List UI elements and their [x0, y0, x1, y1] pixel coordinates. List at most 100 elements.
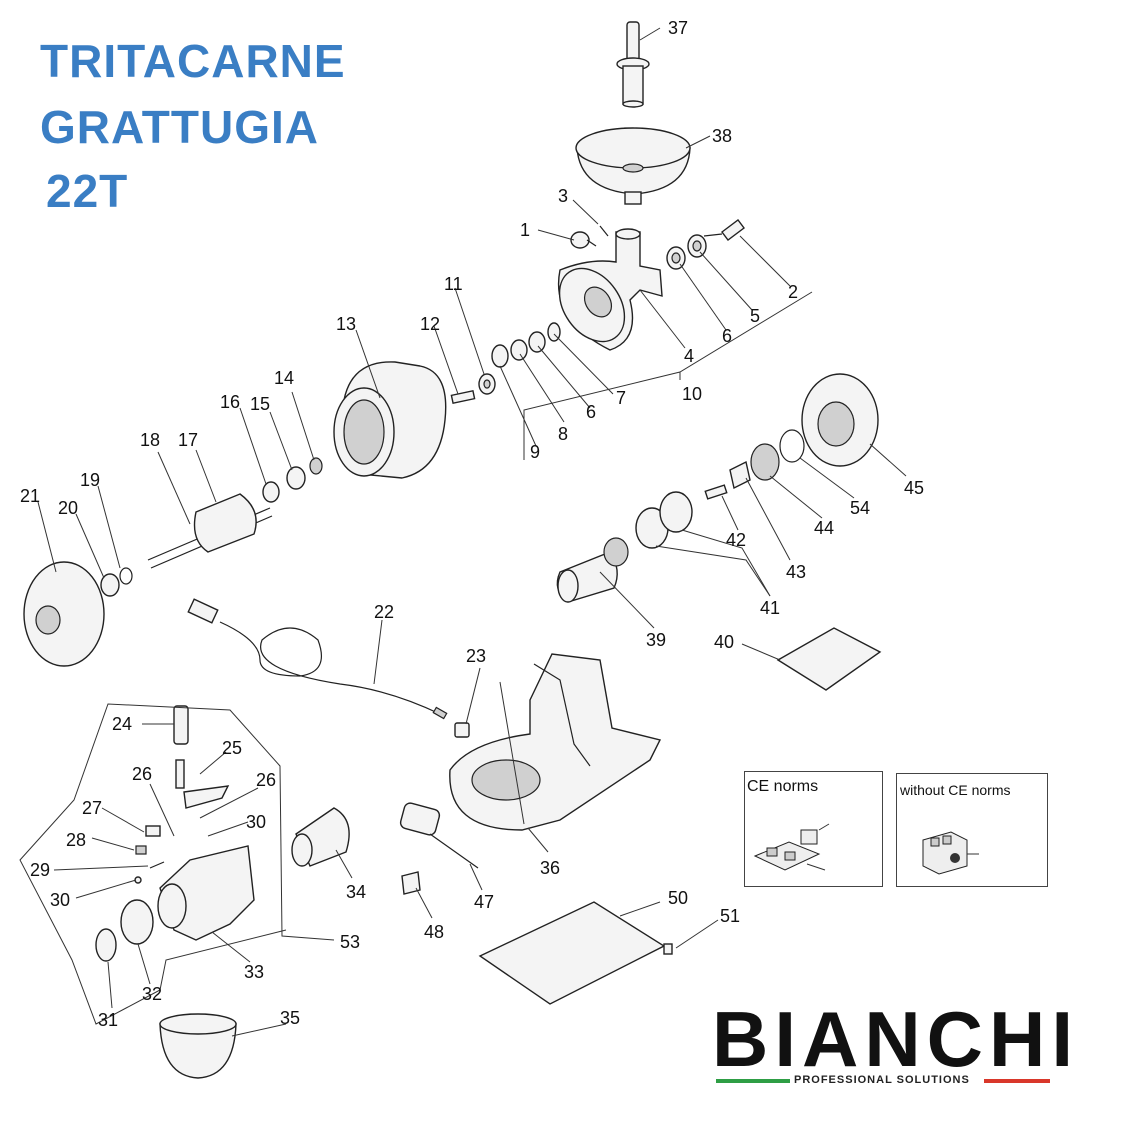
bowl-part — [159, 1013, 237, 1079]
bracket-part — [401, 871, 421, 895]
callout-48: 48 — [424, 922, 444, 942]
callout-3: 3 — [558, 186, 568, 206]
callout-54: 54 — [850, 498, 870, 518]
callout-2: 2 — [788, 282, 798, 302]
grater-disc-part — [120, 899, 154, 945]
callout-18: 18 — [140, 430, 160, 450]
callout-19: 19 — [80, 470, 100, 490]
grinder-head-part — [557, 228, 663, 351]
callout-7: 7 — [616, 388, 626, 408]
callout-17: 17 — [178, 430, 198, 450]
callout-32: 32 — [142, 984, 162, 1004]
leader-lines — [19, 27, 907, 1037]
callout-11: 11 — [444, 274, 463, 294]
callout-14: 14 — [274, 368, 294, 388]
title-line-2: GRATTUGIA — [40, 101, 320, 153]
callout-34: 34 — [346, 882, 366, 902]
brand-logo: BIANCHI — [712, 995, 1079, 1083]
callout-25: 25 — [222, 738, 242, 758]
power-cord-part — [187, 598, 448, 720]
stud-part — [703, 219, 745, 241]
callout-31: 31 — [98, 1010, 118, 1030]
callout-15: 15 — [250, 394, 270, 414]
callout-26: 26 — [132, 764, 152, 784]
ring-nut-part — [801, 373, 879, 467]
without-ce-norms-parts — [922, 831, 979, 875]
ce-norms-parts — [753, 823, 830, 871]
grater-spring-part — [134, 825, 165, 884]
base-part — [449, 653, 662, 831]
emc-filter-icon — [800, 829, 818, 845]
callout-30: 30 — [246, 812, 266, 832]
callout-53: 53 — [340, 932, 360, 952]
callout-16: 16 — [220, 392, 240, 412]
grater-lever-part — [175, 759, 230, 809]
grater-drum-part — [291, 807, 350, 867]
without-ce-norms-title: without CE norms — [900, 782, 1011, 798]
small-rings-part — [491, 322, 561, 368]
bolt-part — [450, 389, 476, 405]
callout-42: 42 — [726, 530, 746, 550]
callout-37: 37 — [668, 18, 688, 38]
logo-green-bar — [716, 1079, 790, 1083]
callout-4: 4 — [684, 346, 694, 366]
rotor-part — [147, 493, 273, 569]
retaining-ring-part — [779, 429, 805, 463]
callout-28: 28 — [66, 830, 86, 850]
callouts: 1 2 3 4 5 6 6 7 8 9 10 11 12 13 14 15 16… — [20, 18, 1000, 1030]
end-flange-part — [23, 561, 105, 667]
callout-36: 36 — [540, 858, 560, 878]
callout-51: 51 — [720, 906, 740, 926]
callout-40: 40 — [714, 632, 734, 652]
bearing-large-part — [100, 573, 120, 597]
callout-6: 6 — [586, 402, 596, 422]
callout-27: 27 — [82, 798, 102, 818]
callout-39: 39 — [646, 630, 666, 650]
callout-29: 29 — [30, 860, 50, 880]
grater-body-part — [157, 845, 255, 941]
callout-50: 50 — [668, 888, 688, 908]
callout-45: 45 — [904, 478, 924, 498]
pusher-part — [616, 21, 650, 108]
callout-26: 26 — [256, 770, 276, 790]
grater-handle-part — [173, 705, 189, 745]
callout-12: 12 — [420, 314, 440, 334]
callout-24: 24 — [112, 714, 132, 734]
callout-38: 38 — [712, 126, 732, 146]
callout-41: 41 — [760, 598, 780, 618]
callout-8: 8 — [558, 424, 568, 444]
title-line-3: 22T — [46, 165, 129, 217]
callout-5: 5 — [750, 306, 760, 326]
plate-screw-part — [663, 943, 673, 955]
without-ce-norms-box: without CE norms — [896, 773, 1048, 887]
callout-6: 6 — [722, 326, 732, 346]
tray-part — [575, 127, 691, 205]
callout-44: 44 — [814, 518, 834, 538]
grinding-plate-part — [750, 443, 780, 481]
callout-21: 21 — [20, 486, 40, 506]
knob-part — [570, 231, 597, 249]
knife-part — [729, 460, 751, 490]
callout-35: 35 — [280, 1008, 300, 1028]
feed-screw-part — [556, 537, 629, 603]
auger-part — [635, 491, 693, 549]
ce-norms-box: CE norms — [744, 771, 883, 887]
stator-part — [333, 361, 447, 479]
callout-30: 30 — [50, 890, 70, 910]
ce-norms-title: CE norms — [747, 778, 819, 795]
callout-1: 1 — [520, 220, 530, 240]
knife-shaft-part — [704, 484, 728, 500]
bearings-part — [262, 457, 323, 503]
brand-tagline: PROFESSIONAL SOLUTIONS — [794, 1074, 970, 1086]
callout-47: 47 — [474, 892, 494, 912]
callout-23: 23 — [466, 646, 486, 666]
callout-13: 13 — [336, 314, 356, 334]
snap-ring-part — [119, 567, 133, 585]
callout-9: 9 — [530, 442, 540, 462]
cord-clamp-part — [454, 722, 470, 738]
collection-tray-part — [776, 627, 882, 691]
title-line-1: TRITACARNE — [40, 35, 346, 87]
callout-22: 22 — [374, 602, 394, 622]
